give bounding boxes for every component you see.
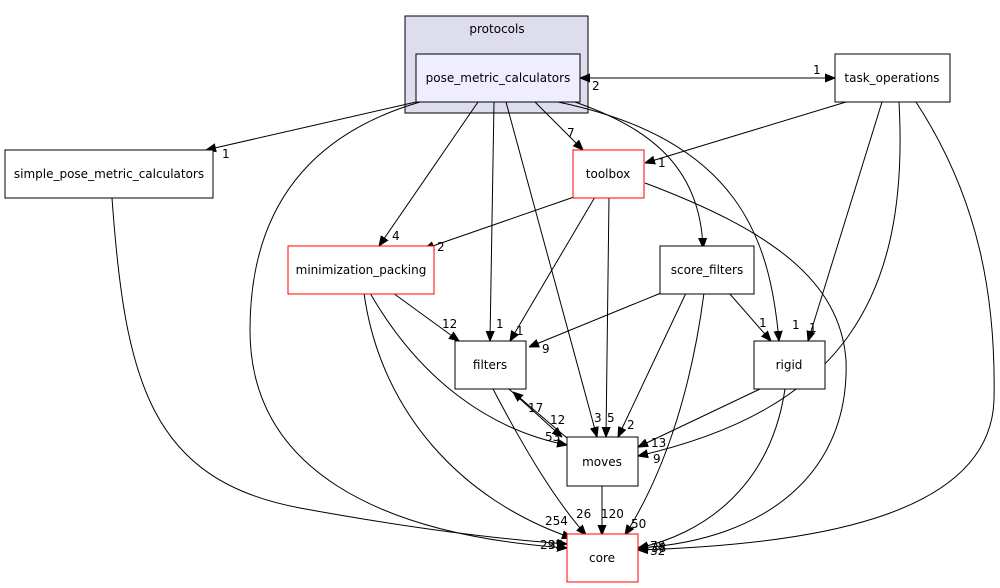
edge-label: 1 [222, 147, 230, 161]
edge-label: 9 [653, 452, 661, 466]
nodes: pose_metric_calculators task_operations … [4, 53, 951, 583]
edge-task-rigid [808, 101, 883, 341]
edge-task-toolbox [645, 101, 847, 163]
edge-label: 12 [442, 317, 457, 331]
edge-label: 26 [576, 507, 591, 521]
edge-minimization-filters [392, 292, 459, 341]
edge-rigid-core [638, 388, 786, 548]
edge-score-filters-core [625, 292, 705, 535]
edge-toolbox-core [638, 182, 847, 548]
edge-task-moves [638, 101, 901, 456]
node-rigid[interactable]: rigid [753, 340, 826, 390]
edge-pmc-score-filters [574, 101, 703, 248]
node-label: score_filters [671, 263, 743, 277]
edge-label: 2 [592, 79, 600, 93]
edge-label: 2 [627, 418, 635, 432]
edge-score-filters-rigid [728, 292, 771, 341]
edge-pmc-simple [206, 101, 417, 150]
edge-score-filters-filters [529, 292, 662, 347]
edge-label: 12 [550, 413, 565, 427]
edge-pmc-minimization [379, 101, 479, 246]
edge-label: 1 [658, 156, 666, 170]
edge-pmc-rigid [557, 101, 779, 341]
edge-label: 1 [759, 316, 767, 330]
node-label: minimization_packing [296, 263, 427, 277]
edge-label: 17 [528, 401, 543, 415]
edge-label: 7 [567, 126, 575, 140]
edge-rigid-moves [638, 388, 761, 447]
edge-label: 1 [813, 63, 821, 77]
edge-label: 50 [631, 517, 646, 531]
node-label: filters [473, 358, 507, 372]
edge-label: 78 [650, 539, 665, 553]
node-filters[interactable]: filters [454, 340, 527, 390]
edge-pmc-core [249, 101, 567, 548]
edge-label: 4 [392, 229, 400, 243]
edge-filters-core [492, 388, 586, 535]
edge-minimization-core [363, 292, 572, 538]
edges [111, 78, 995, 550]
edge-pmc-moves [505, 101, 597, 437]
edge-label: 1 [809, 321, 817, 335]
edge-label: 32 [650, 544, 665, 558]
edge-label: 53 [545, 430, 560, 444]
node-label: moves [582, 455, 622, 469]
edge-toolbox-moves [606, 196, 609, 437]
node-label: toolbox [586, 167, 630, 181]
edge-label: 5 [607, 411, 615, 425]
node-moves[interactable]: moves [566, 436, 639, 487]
edge-label: 1 [496, 317, 504, 331]
edge-toolbox-minimization [424, 196, 575, 249]
node-label: task_operations [844, 71, 939, 85]
node-core[interactable]: core [566, 533, 639, 583]
cluster-label: protocols [469, 22, 524, 36]
node-toolbox[interactable]: toolbox [572, 149, 645, 199]
edge-minimization-moves [369, 292, 567, 445]
edge-label: 9 [542, 342, 550, 356]
node-label: simple_pose_metric_calculators [14, 167, 204, 181]
edge-moves-filters [513, 392, 568, 439]
node-label: pose_metric_calculators [426, 71, 571, 85]
node-task-operations[interactable]: task_operations [834, 53, 951, 103]
edge-score-filters-moves [618, 292, 687, 437]
edge-label: 254 [545, 514, 568, 528]
node-label: core [589, 551, 615, 565]
edge-label: 295 [540, 538, 563, 552]
edge-pmc-filters [490, 101, 494, 341]
edge-label: 1 [792, 318, 800, 332]
edge-label: 35 [548, 538, 563, 552]
node-pose-metric-calculators[interactable]: pose_metric_calculators [415, 53, 581, 103]
edge-label: 120 [601, 507, 624, 521]
node-minimization-packing[interactable]: minimization_packing [287, 245, 435, 295]
node-score-filters[interactable]: score_filters [659, 245, 755, 295]
edge-label: 3 [594, 411, 602, 425]
node-label: rigid [776, 358, 803, 372]
node-simple-pose-metric-calculators[interactable]: simple_pose_metric_calculators [4, 149, 214, 199]
edge-pmc-toolbox [534, 101, 583, 150]
edge-label: 2 [437, 240, 445, 254]
edge-label: 13 [651, 436, 666, 450]
edge-simple-core [111, 197, 567, 544]
edge-labels: 1 2 1 7 1 1 4 2 1 1 12 9 1 1 1 12 17 53 … [222, 63, 821, 558]
edge-task-core [638, 101, 995, 550]
edge-toolbox-filters [510, 196, 596, 341]
edge-label: 1 [516, 324, 524, 338]
edge-label: 38 [651, 541, 666, 555]
